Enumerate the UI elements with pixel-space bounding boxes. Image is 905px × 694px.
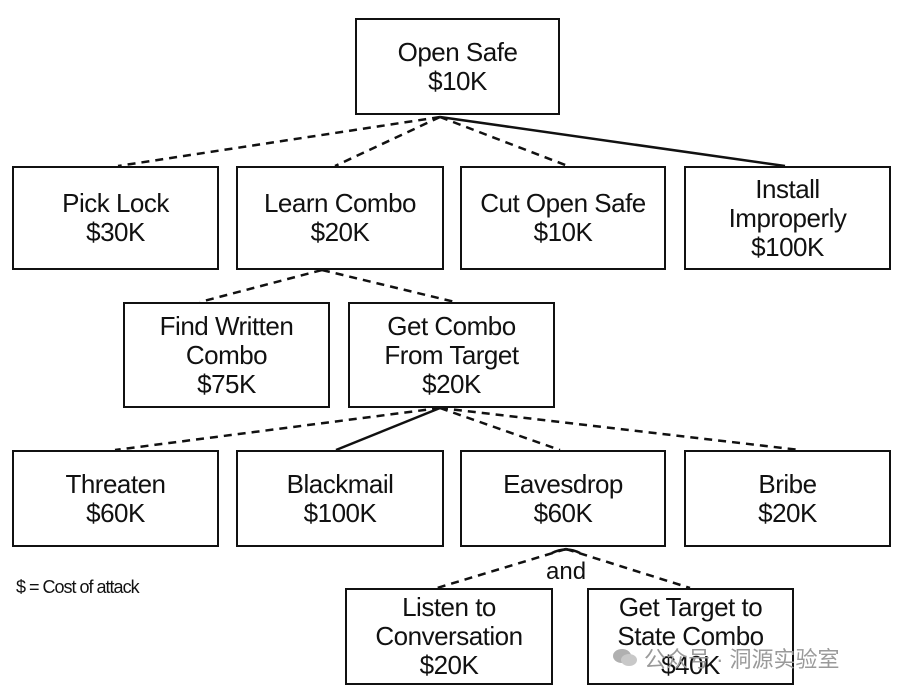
node-title: Install — [755, 173, 820, 204]
watermark-text: 公众号 · 洞源实验室 — [644, 647, 840, 672]
node-title-2: Combo — [185, 339, 268, 370]
node-learn-combo: Learn Combo $20K — [236, 166, 444, 270]
node-cost: $100K — [303, 497, 377, 528]
node-cost: $60K — [533, 497, 593, 528]
node-install-improperly: Install Improperly $100K — [684, 166, 891, 270]
node-cost: $100K — [751, 231, 824, 262]
node-get-combo-from-target: Get Combo From Target $20K — [348, 302, 555, 408]
watermark: 公众号 · 洞源实验室 — [612, 642, 840, 674]
edge-learn-combo-find-written — [199, 268, 323, 304]
node-title: Eavesdrop — [503, 468, 623, 499]
edge-get-combo-eavesdrop — [439, 406, 561, 452]
chat-bubble-icon — [613, 649, 637, 666]
node-bribe: Bribe $20K — [684, 450, 891, 547]
node-get-target-to-state-combo: Get Target to State Combo $40K — [587, 588, 794, 685]
node-title: Bribe — [758, 468, 817, 499]
node-title-2: Conversation — [375, 621, 523, 651]
node-cost: $40K — [661, 650, 720, 680]
node-cost: $10K — [533, 217, 593, 247]
node-cost: $60K — [86, 497, 145, 528]
node-cost: $10K — [428, 65, 487, 96]
edge-learn-combo-get-combo — [321, 268, 456, 304]
node-title: Find Written — [159, 310, 294, 341]
node-title-2: State Combo — [617, 621, 764, 651]
and-arc — [551, 548, 581, 555]
edge-get-combo-blackmail — [335, 406, 441, 452]
node-blackmail: Blackmail $100K — [236, 450, 444, 547]
node-title: Threaten — [65, 468, 166, 499]
edge-open-safe-install-improperly — [439, 115, 786, 168]
node-title: Listen to — [402, 592, 496, 622]
edge-open-safe-cut-open-safe — [439, 115, 569, 168]
node-title: Get Target to — [618, 592, 763, 622]
node-listen-to-conversation: Listen to Conversation $20K — [345, 588, 553, 685]
node-cost: $75K — [197, 368, 256, 399]
and-label: and — [546, 558, 587, 585]
node-eavesdrop: Eavesdrop $60K — [460, 450, 666, 547]
node-cut-open-safe: Cut Open Safe $10K — [460, 166, 666, 270]
edge-get-combo-threaten — [114, 406, 441, 452]
node-cost: $20K — [758, 497, 817, 528]
node-title: Get Combo — [387, 310, 516, 341]
node-title: Pick Lock — [62, 188, 169, 218]
node-find-written-combo: Find Written Combo $75K — [123, 302, 330, 408]
node-threaten: Threaten $60K — [12, 450, 219, 547]
node-open-safe: Open Safe $10K — [355, 18, 560, 115]
node-cost: $30K — [86, 217, 145, 247]
edge-eavesdrop-listen — [436, 547, 567, 590]
node-title-2: From Target — [384, 339, 519, 370]
node-pick-lock: Pick Lock $30K — [12, 166, 219, 270]
node-title: Cut Open Safe — [480, 188, 646, 218]
node-title: Learn Combo — [263, 188, 417, 218]
node-cost: $20K — [310, 217, 370, 247]
legend: $ = Cost of attack — [16, 577, 140, 597]
node-cost: $20K — [422, 368, 481, 399]
edge-open-safe-learn-combo — [334, 115, 441, 168]
edge-eavesdrop-get-target — [565, 547, 691, 590]
node-title: Blackmail — [286, 468, 394, 499]
node-title-2: Improperly — [728, 202, 847, 233]
node-cost: $20K — [419, 650, 479, 680]
edge-get-combo-bribe — [439, 406, 801, 452]
node-title: Open Safe — [397, 36, 518, 67]
edge-open-safe-pick-lock — [117, 115, 441, 168]
